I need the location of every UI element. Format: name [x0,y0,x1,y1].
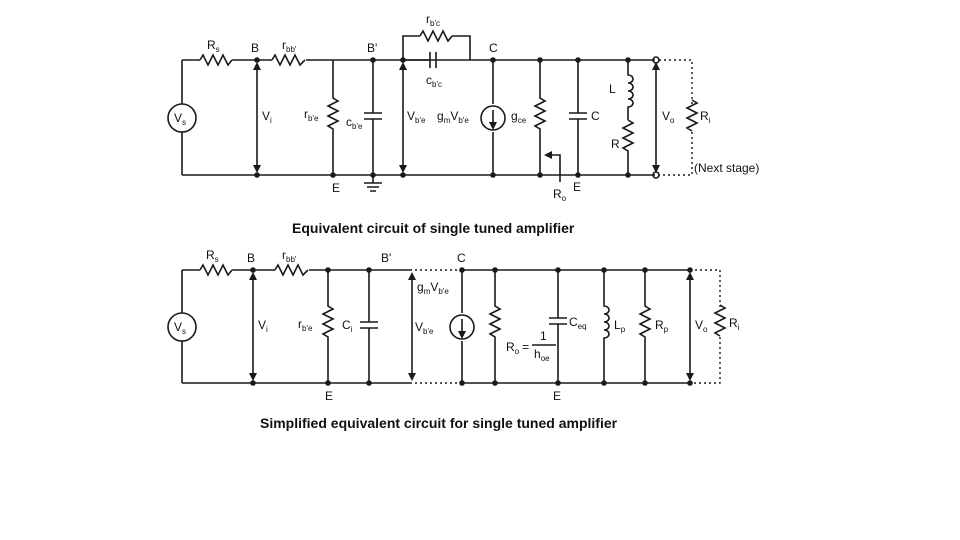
frac-denominator-2: hoe [534,347,550,363]
rbe-resistor [326,60,340,175]
ro-resistor-2 [488,270,502,383]
simplified-circuit-diagram: Rs B rbb' B' C Vs Vi rb'e Ci gmVb'e Vb'e… [167,248,740,431]
r-label: R [611,137,620,151]
ri-label: Ri [700,109,711,125]
rs-resistor [199,53,233,67]
c-capacitor [569,60,587,175]
next-stage-outline [659,59,693,176]
vs-label-2: Vs [174,320,186,336]
node-c-label: C [489,41,498,55]
node-e-right-label: E [573,180,581,194]
node-b-prime-label: B' [367,41,377,55]
rbc-resistor [419,29,453,43]
r-resistor [621,119,635,175]
vo-label-2: Vo [695,318,708,334]
node-bottom-4 [400,172,406,178]
node-bottom-1 [254,172,260,178]
rbe-resistor-2 [321,270,335,383]
ri-resistor [685,99,699,132]
node-b-label-2: B [247,251,255,265]
vs-source-2 [167,312,197,342]
cbc-capacitor [429,52,437,68]
rbc-label: rb'c [426,12,440,28]
node-b-prime-label-2: B' [381,251,391,265]
vi-label-2: Vi [258,318,268,334]
l-inductor [627,60,634,120]
gce-resistor [533,60,547,175]
vs-source [167,103,197,133]
rs-label: Rs [207,38,220,54]
rp-resistor-2 [638,270,652,383]
node-b-label: B [251,41,259,55]
rbe-label: rb'e [304,107,319,123]
rs-resistor-2 [199,263,233,277]
ro-pointer [544,151,561,182]
ro-label-2: Ro= [506,340,529,356]
c-label: C [591,109,600,123]
diagram1-caption: Equivalent circuit of single tuned ampli… [292,220,575,236]
rp-label-2: Rp [655,318,669,334]
next-stage-label: (Next stage) [694,161,759,175]
l-label: L [609,82,616,96]
ri-resistor-2 [713,304,727,337]
rbe-label-2: rb'e [298,317,313,333]
lp-label-2: Lp [614,318,626,334]
vi-label: Vi [262,109,272,125]
ri-label-2: Ri [729,316,740,332]
ceq-capacitor-2 [549,270,567,383]
ri-outline-2 [690,269,721,384]
rbb-resistor-2 [274,263,309,277]
ground-symbol [364,175,382,192]
node-e-left-label-2: E [325,389,333,403]
gm-label-2: gmVb'e [417,280,449,296]
equivalent-circuit-diagram: Rs B rbb' B' rb'c cb'c C Vs Vi rb'e cb'e… [167,12,759,236]
vbe-label-2: Vb'e [415,320,434,336]
vo-label: Vo [662,109,675,125]
current-source [480,105,506,131]
ro-label: Ro [553,187,567,203]
node-b [254,57,260,63]
cbe-capacitor [364,60,382,175]
node-b-2 [250,267,256,273]
node-e-left-label: E [332,181,340,195]
ceq-label-2: Ceq [569,315,587,331]
vs-label: Vs [174,111,186,127]
gce-label: gce [511,109,527,125]
diagram2-caption: Simplified equivalent circuit for single… [260,415,618,431]
rbb-resistor [271,53,306,67]
node-e-right-label-2: E [553,389,561,403]
vbe-label: Vb'e [407,109,426,125]
current-source-2 [449,314,475,340]
node-c-label-2: C [457,251,466,265]
cbe-label: cb'e [346,115,363,131]
node-b-bottom-2 [250,380,256,386]
rs-label-2: Rs [206,248,219,264]
ci-capacitor-2 [360,270,378,383]
lp-inductor-2 [603,270,610,383]
gm-label: gmVb'e [437,109,469,125]
rbb-label: rbb' [282,38,297,54]
feedback-wire [402,35,471,61]
rbb-label-2: rbb' [282,248,297,264]
cbc-label: cb'c [426,73,442,89]
frac-numerator-2: 1 [540,329,547,343]
ci-label-2: Ci [342,318,353,334]
